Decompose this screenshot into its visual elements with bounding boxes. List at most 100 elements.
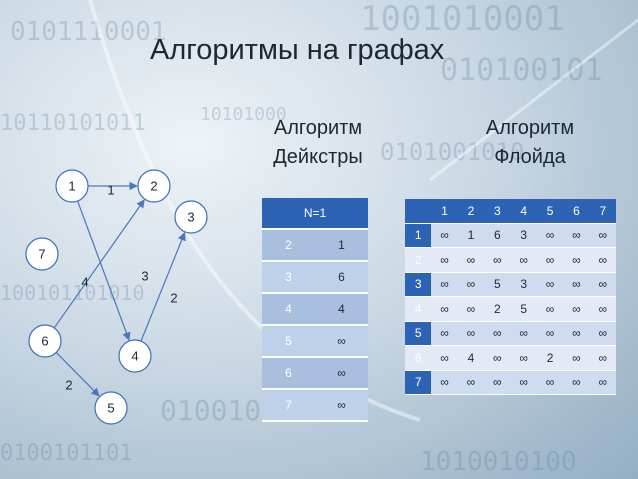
dijkstra-header: N=1 [262,198,368,230]
dijkstra-heading: Алгоритм Дейкстры [256,114,380,172]
table-row: 5 ∞ [262,325,368,358]
svg-text:1010010100: 1010010100 [420,447,577,477]
floyd-column-header: 4 [510,199,537,224]
floyd-cell: ∞ [536,247,564,273]
graph-edge-6-2 [53,199,145,329]
floyd-cell: ∞ [431,370,458,395]
floyd-row-header: 1 [405,223,432,248]
graph-edges: 1 3 2 4 2 [53,181,186,397]
floyd-cell: ∞ [484,321,511,346]
graph-edge-6-5 [55,351,100,397]
floyd-cell: ∞ [589,345,616,371]
floyd-column-header: 1 [431,199,458,224]
node-circle [28,324,62,358]
floyd-cell: ∞ [457,296,485,322]
node-label: 6 [41,334,48,349]
dijkstra-vertex-cell: 7 [262,389,315,422]
floyd-cell: ∞ [431,321,458,346]
edge-weight-label: 4 [81,275,88,290]
edge-weight-label: 2 [170,291,177,306]
graph-node-2: 2 [137,169,171,203]
graph-node-5: 5 [94,391,128,425]
graph-edge-4-3 [140,231,186,342]
edge-weight-label: 3 [141,269,148,284]
dijkstra-vertex-cell: 5 [262,325,315,358]
table-row: 7 ∞ [262,389,368,422]
floyd-cell: 2 [484,296,511,322]
floyd-row-header: 2 [405,247,432,273]
dijkstra-heading-line2: Дейкстры [273,146,363,168]
svg-text:1001010001: 1001010001 [360,0,565,39]
floyd-column-header: 6 [563,199,590,224]
graph-node-4: 4 [118,339,152,373]
floyd-column-header: 7 [589,199,616,224]
floyd-heading: Алгоритм Флойда [468,114,592,172]
floyd-cell: ∞ [431,296,458,322]
floyd-column-header [405,199,432,224]
dijkstra-vertex-cell: 2 [262,229,315,262]
floyd-row-header: 3 [405,272,432,297]
floyd-cell: ∞ [457,272,485,297]
edge-weight-label: 1 [107,183,114,198]
floyd-row-header: 5 [405,321,432,346]
dijkstra-distance-cell: 6 [315,261,368,294]
floyd-cell: 3 [510,272,537,297]
node-label: 2 [150,179,157,194]
floyd-cell: ∞ [536,321,564,346]
dijkstra-table: N=1 2 1 3 6 4 4 5 ∞ 6 ∞ 7 [262,198,368,422]
table-row: 7∞∞∞∞∞∞∞ [405,370,616,395]
floyd-cell: ∞ [563,296,590,322]
node-circle [174,200,208,234]
dijkstra-heading-line1: Алгоритм [273,117,363,139]
floyd-cell: ∞ [457,370,485,395]
dijkstra-vertex-cell: 4 [262,293,315,326]
floyd-cell: ∞ [457,247,485,273]
floyd-row-header: 4 [405,296,432,322]
table-row: 5∞∞∞∞∞∞∞ [405,321,616,346]
floyd-cell: ∞ [563,345,590,371]
floyd-row-header: 7 [405,370,432,395]
floyd-cell: ∞ [536,272,564,297]
floyd-column-header: 2 [457,199,485,224]
floyd-heading-line2: Флойда [494,146,566,168]
svg-text:0101110001: 0101110001 [10,17,167,47]
floyd-cell: ∞ [563,272,590,297]
floyd-cell: ∞ [563,321,590,346]
floyd-cell: ∞ [431,272,458,297]
svg-text:100101101010: 100101101010 [0,281,145,305]
table-row: 2 1 [262,229,368,262]
floyd-cell: ∞ [510,345,537,371]
table-row: 2∞∞∞∞∞∞∞ [405,247,616,273]
floyd-cell: ∞ [484,370,511,395]
floyd-cell: ∞ [457,321,485,346]
table-row: 3 6 [262,261,368,294]
svg-text:0101001010: 0101001010 [380,138,525,166]
binary-background-digits: 1001010001 010100101 0101110001 10110101… [0,0,603,477]
dijkstra-vertex-cell: 3 [262,261,315,294]
floyd-cell: ∞ [536,296,564,322]
floyd-row-header: 6 [405,345,432,371]
floyd-column-header: 5 [536,199,564,224]
floyd-cell: ∞ [431,223,458,248]
floyd-cell: ∞ [589,272,616,297]
table-row: 6 ∞ [262,357,368,390]
floyd-cell: ∞ [484,345,511,371]
edge-weight-label: 2 [65,378,72,393]
svg-text:010100101: 010100101 [440,53,603,88]
svg-text:10110101011: 10110101011 [0,111,146,136]
floyd-cell: 5 [510,296,537,322]
floyd-cell: ∞ [563,370,590,395]
dijkstra-distance-cell: 1 [315,229,368,262]
node-circle [137,169,171,203]
floyd-cell: 1 [457,223,485,248]
floyd-cell: ∞ [589,296,616,322]
node-label: 3 [187,210,194,225]
